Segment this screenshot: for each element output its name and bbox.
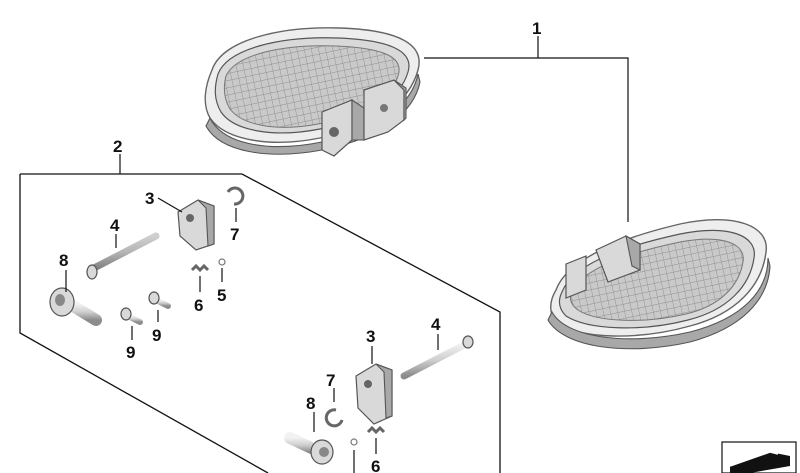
spring-upper [190,263,210,273]
bracket-upper [177,199,215,251]
callout-6-upper: 6 [194,296,203,315]
callout-1: 1 [532,19,541,38]
callout-9-left: 9 [126,343,135,362]
folder-arrow-icon[interactable] [721,441,797,473]
footboard-lower [547,218,771,350]
leader-1 [424,36,629,222]
kit-frame [19,173,501,473]
spring-lower [366,425,386,435]
callout-2: 2 [113,137,122,156]
screw-left [120,307,143,325]
screw-right [148,291,171,309]
ball-upper [218,258,226,266]
pin-lower [400,335,474,380]
clip-lower [324,408,344,428]
bracket-lower [355,363,393,425]
callout-3-upper: 3 [145,189,154,208]
callout-4-lower: 4 [431,315,441,334]
callout-3-lower: 3 [366,327,375,346]
callout-7-upper: 7 [230,225,239,244]
clip-upper [226,186,245,206]
callout-7-lower: 7 [326,371,335,390]
ball-lower [350,438,358,446]
callout-5: 5 [217,286,226,305]
callout-9-right: 9 [152,326,161,345]
callout-8-upper: 8 [59,251,68,270]
pin-upper [86,232,160,280]
bolt-lower [284,432,334,465]
callout-4-upper: 4 [110,216,120,235]
bolt-upper [49,287,102,326]
footboard-upper [204,27,421,157]
callout-6-lower: 6 [371,457,380,473]
callout-8-lower: 8 [306,394,315,413]
